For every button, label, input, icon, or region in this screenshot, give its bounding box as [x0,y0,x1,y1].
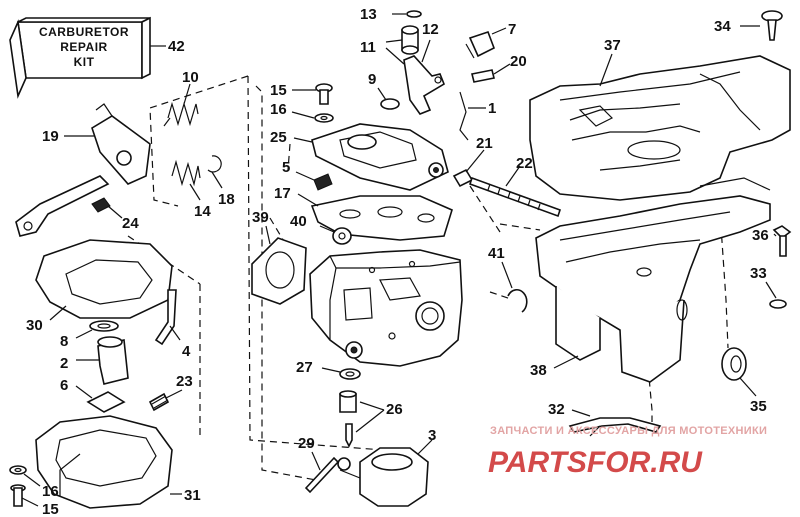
kit-label-line3: KIT [74,55,95,69]
air-silencer-cover [529,55,791,201]
float-bowl [35,415,173,509]
label-41: 41 [488,245,505,262]
label-25: 25 [270,129,287,146]
screw-15-top [315,83,333,105]
gasket-39 [251,237,307,305]
throttle-roller-11 [401,25,419,55]
label-36: 36 [752,227,769,244]
bushing-7 [465,30,496,59]
label-27: 27 [296,359,313,376]
spring-14 [171,159,201,187]
label-35: 35 [750,398,767,415]
label-30: 30 [26,317,43,334]
label-1: 1 [488,100,496,117]
throttle-lever-12 [403,55,445,115]
spring-10 [163,101,199,127]
retaining-ring-18 [207,155,222,173]
float [337,447,429,507]
watermark-brand: PARTSFOR.RU [488,446,703,479]
label-20: 20 [510,53,527,70]
label-14: 14 [194,203,211,220]
washer-13 [406,10,422,18]
label-12: 12 [422,21,439,38]
label-3: 3 [428,427,436,444]
label-26: 26 [386,401,403,418]
grommet-41 [507,289,528,313]
washer-40 [332,227,352,245]
label-11: 11 [360,39,376,56]
label-17: 17 [274,185,291,202]
label-42: 42 [168,38,185,55]
label-22: 22 [516,155,533,172]
screw-22 [468,176,562,218]
watermark: ЗАПЧАСТИ И АКСЕССУАРЫ ДЛЯ МОТОТЕХНИКИ PA… [488,425,767,479]
pump-assembly [86,289,177,413]
label-7: 7 [508,21,516,38]
kit-label-line2: REPAIR [60,40,107,54]
kit-label-line1: CARBURETOR [39,25,129,39]
label-16-top: 16 [270,101,287,118]
label-5: 5 [282,159,290,176]
label-31: 31 [184,487,201,504]
label-33: 33 [750,265,767,282]
grommet-35 [721,347,747,381]
label-8: 8 [60,333,68,350]
needle-seat-26 [339,390,357,448]
label-39: 39 [252,209,269,226]
label-2: 2 [60,355,68,372]
washer-16-top [314,113,334,123]
bottom-screws-15-16 [9,465,27,507]
label-38: 38 [530,362,547,379]
label-32: 32 [548,401,565,418]
label-37: 37 [604,37,621,54]
label-34: 34 [714,18,731,35]
label-21: 21 [476,135,493,152]
label-18: 18 [218,191,235,208]
air-silencer-base [535,177,771,383]
label-15-top: 15 [270,82,287,99]
watermark-tagline: ЗАПЧАСТИ И АКСЕССУАРЫ ДЛЯ МОТОТЕХНИКИ [490,425,767,437]
washer-9 [380,98,400,110]
part-labels: 42 10 19 14 18 24 30 8 2 4 6 23 [21,6,777,517]
label-19: 19 [42,128,59,145]
top-plate [311,123,449,191]
label-13: 13 [360,6,377,23]
washer-33 [769,299,787,309]
label-24: 24 [122,215,139,232]
bracket-32 [568,417,662,437]
screw-20 [471,69,495,83]
screw-34 [761,10,783,41]
label-29: 29 [298,435,315,452]
gasket-30 [35,239,173,319]
label-9: 9 [368,71,376,88]
float-pin [304,456,340,494]
screw-23 [148,392,170,412]
screw-36 [772,225,792,257]
choke-link [15,175,111,237]
label-16-bottom: 16 [42,483,59,500]
washer-27 [339,368,361,380]
label-10: 10 [182,69,199,86]
jet-5 [313,173,333,191]
label-6: 6 [60,377,68,394]
label-40: 40 [290,213,307,230]
label-15-bottom: 15 [42,501,59,517]
label-4: 4 [182,343,191,360]
carburetor-body [309,249,463,367]
choke-lever [91,103,151,185]
label-23: 23 [176,373,193,390]
repair-kit-box: CARBURETOR REPAIR KIT [9,16,151,99]
spring-clip-1 [459,91,469,141]
